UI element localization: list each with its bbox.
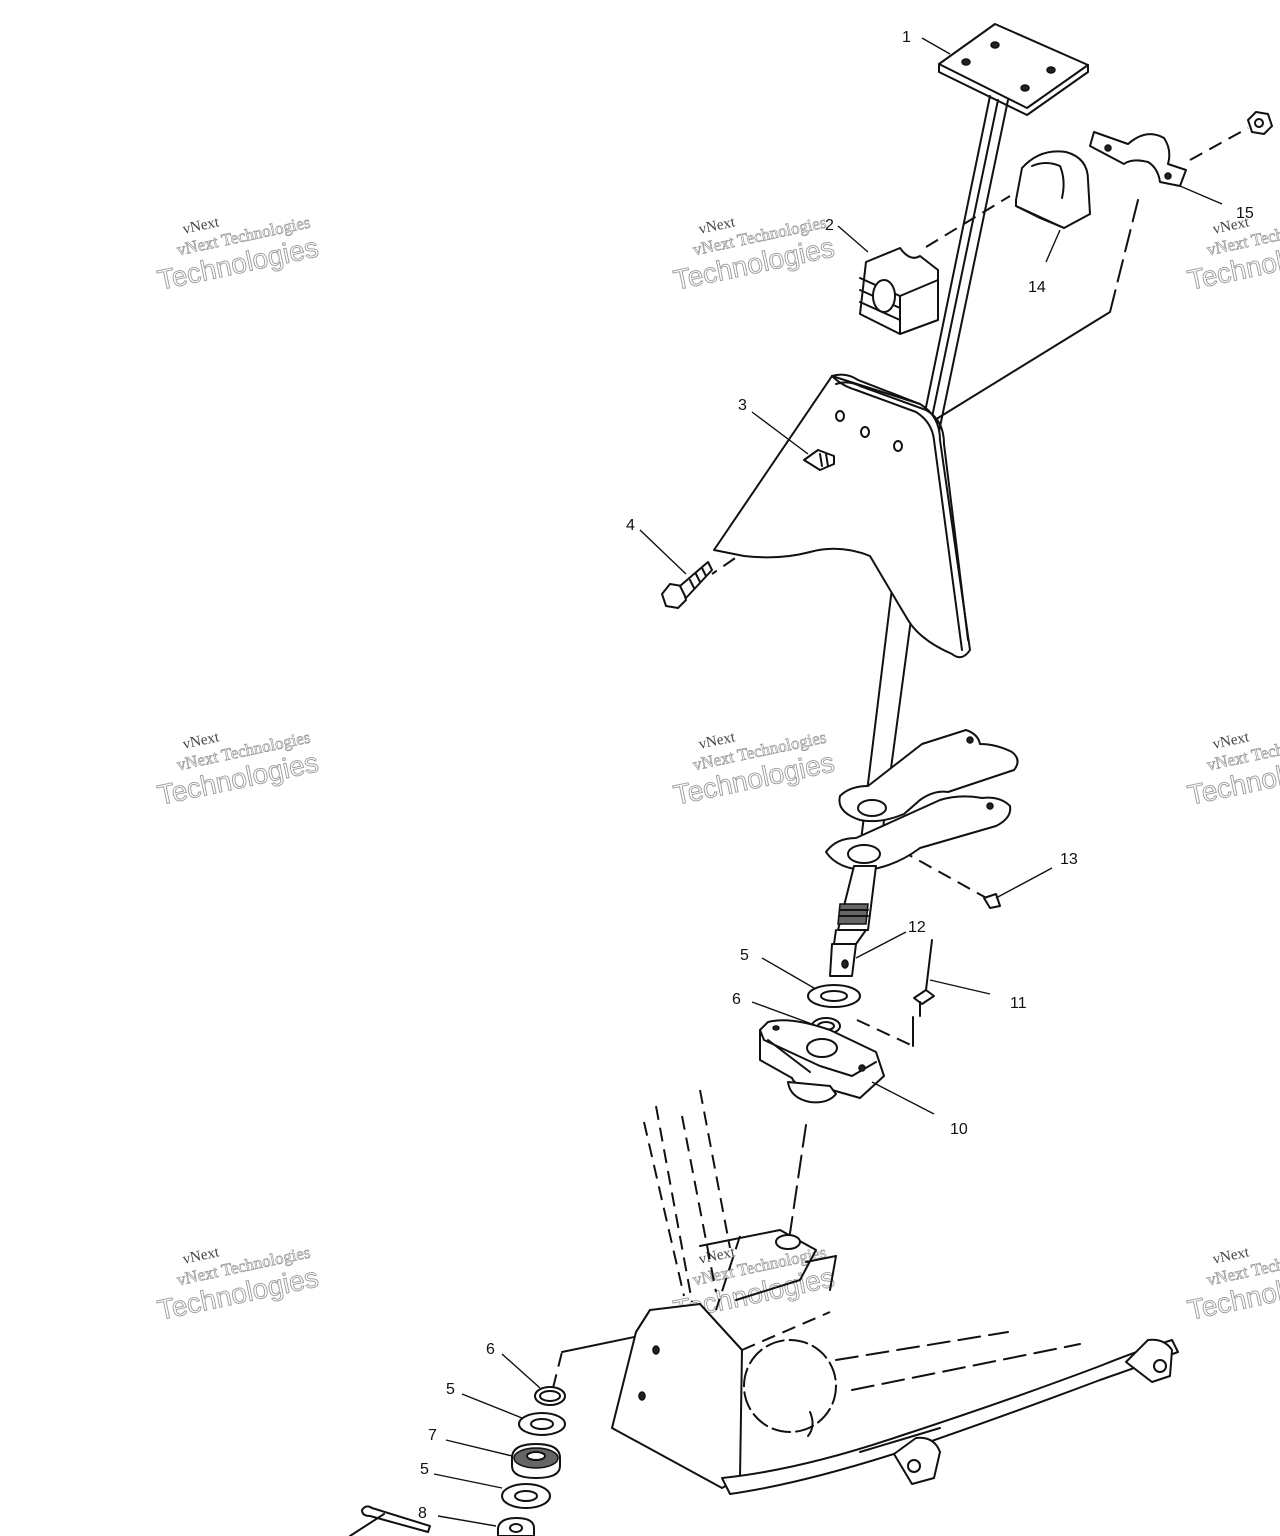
watermark-small: vNext bbox=[181, 214, 221, 237]
callout-4: 4 bbox=[626, 517, 635, 534]
callout-1: 1 bbox=[902, 29, 911, 46]
watermark-small: vNext bbox=[1211, 214, 1251, 237]
callout-13: 13 bbox=[1060, 851, 1078, 868]
callout-5-middle: 5 bbox=[446, 1381, 455, 1398]
watermark-small: vNext bbox=[1211, 1244, 1251, 1267]
lower-washer-upper bbox=[518, 1412, 566, 1436]
bearing-race bbox=[511, 1443, 561, 1479]
watermark-small: vNext bbox=[181, 729, 221, 752]
bracket-screw bbox=[983, 893, 1001, 909]
callout-11: 11 bbox=[1010, 995, 1027, 1012]
steering-post bbox=[857, 23, 1089, 866]
watermark-small: vNext bbox=[697, 729, 737, 752]
watermark-small: vNext bbox=[1211, 729, 1251, 752]
cotter-pin bbox=[913, 939, 935, 1017]
clamp-hole bbox=[1104, 144, 1112, 152]
dash-panel bbox=[713, 373, 971, 659]
clamp-half bbox=[1015, 150, 1091, 229]
plate-hole bbox=[1020, 84, 1030, 92]
panel-screw bbox=[803, 449, 835, 471]
callout-7: 7 bbox=[428, 1427, 437, 1444]
bearing-bore bbox=[806, 1038, 838, 1058]
callout-8: 8 bbox=[418, 1505, 427, 1522]
hex-bolt bbox=[661, 561, 713, 609]
panel-hole bbox=[860, 426, 870, 438]
upper-washer bbox=[807, 984, 861, 1008]
callout-14: 14 bbox=[1028, 279, 1046, 296]
watermark-small: vNext bbox=[697, 214, 737, 237]
castle-nut bbox=[349, 1505, 535, 1536]
plate-hole bbox=[1046, 66, 1056, 74]
lower-washer-lower bbox=[501, 1483, 551, 1509]
callout-5-lower: 5 bbox=[420, 1461, 429, 1478]
panel-hole bbox=[835, 410, 845, 422]
block-bore bbox=[872, 279, 896, 313]
leader-lines bbox=[433, 37, 1223, 1527]
support-bracket bbox=[825, 729, 1019, 871]
watermark-small: vNext bbox=[181, 1244, 221, 1267]
callout-2: 2 bbox=[825, 217, 834, 234]
top-mount-plate bbox=[938, 23, 1089, 109]
bearing-block bbox=[759, 1019, 885, 1104]
clamp-hole bbox=[1164, 172, 1172, 180]
plate-hole bbox=[961, 58, 971, 66]
u-clamp bbox=[1089, 111, 1273, 187]
frame-chassis bbox=[611, 1089, 1179, 1495]
plate-hole bbox=[990, 41, 1000, 49]
panel-hole bbox=[893, 440, 903, 452]
callout-15: 15 bbox=[1236, 205, 1254, 222]
callout-6-upper: 6 bbox=[732, 991, 741, 1008]
shaft-coupler bbox=[829, 865, 877, 977]
callout-labels: 1 2 3 4 14 15 13 12 5 6 11 10 6 5 7 5 8 bbox=[418, 29, 1254, 1522]
callout-5-upper: 5 bbox=[740, 947, 749, 964]
callout-10: 10 bbox=[950, 1121, 968, 1138]
rubber-block bbox=[859, 247, 939, 335]
bolt-head bbox=[661, 583, 687, 609]
callout-6-lower: 6 bbox=[486, 1341, 495, 1358]
callout-12: 12 bbox=[908, 919, 926, 936]
lower-o-ring bbox=[534, 1386, 566, 1406]
callout-3: 3 bbox=[738, 397, 747, 414]
